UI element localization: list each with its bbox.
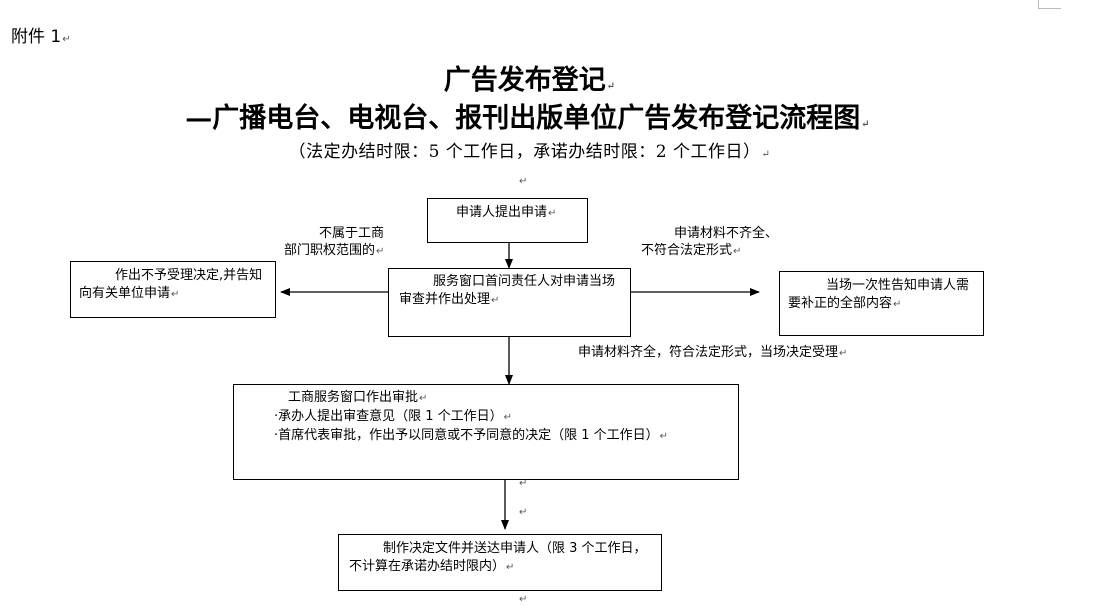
paragraph-mark: ↵	[519, 478, 528, 489]
node-reject: 作出不予受理决定,并告知向有关单位申请↵	[70, 261, 276, 318]
label-out-of-scope-line1: 不属于工商	[319, 226, 385, 241]
node-approval: 工商服务窗口作出审批↵ ·承办人提出审查意见（限 1 个工作日）↵ ·首席代表审…	[233, 384, 739, 480]
label-out-of-scope-line2: 部门职权范围的↵	[284, 243, 385, 258]
label-incomplete-line2: 不符合法定形式↵	[641, 243, 742, 258]
node-window-review: 服务窗口首问责任人对申请当场审查并作出处理↵	[388, 268, 631, 337]
label-accepted: 申请材料齐全，符合法定形式，当场决定受理↵	[578, 345, 848, 360]
paragraph-mark: ↵	[519, 176, 528, 187]
label-incomplete-line1: 申请材料不齐全、	[674, 226, 779, 241]
attachment-label: 附件 1↵	[11, 27, 71, 47]
document-title: 广告发布登记↵	[443, 65, 616, 96]
node-deliver: 制作决定文件并送达申请人（限 3 个工作日，不计算在承诺办结时限内）↵	[338, 534, 662, 591]
paragraph-mark: ↵	[519, 594, 528, 605]
time-limit-note: （法定办结时限：5 个工作日，承诺办结时限：2 个工作日）↵	[288, 142, 771, 162]
page-corner-mark	[1038, 0, 1061, 9]
node-application: 申请人提出申请↵	[427, 198, 588, 243]
paragraph-mark: ↵	[519, 507, 528, 518]
node-notify: 当场一次性告知申请人需要补正的全部内容↵	[779, 271, 984, 336]
document-subtitle: —广播电台、电视台、报刊出版单位广告发布登记流程图↵	[185, 103, 870, 134]
